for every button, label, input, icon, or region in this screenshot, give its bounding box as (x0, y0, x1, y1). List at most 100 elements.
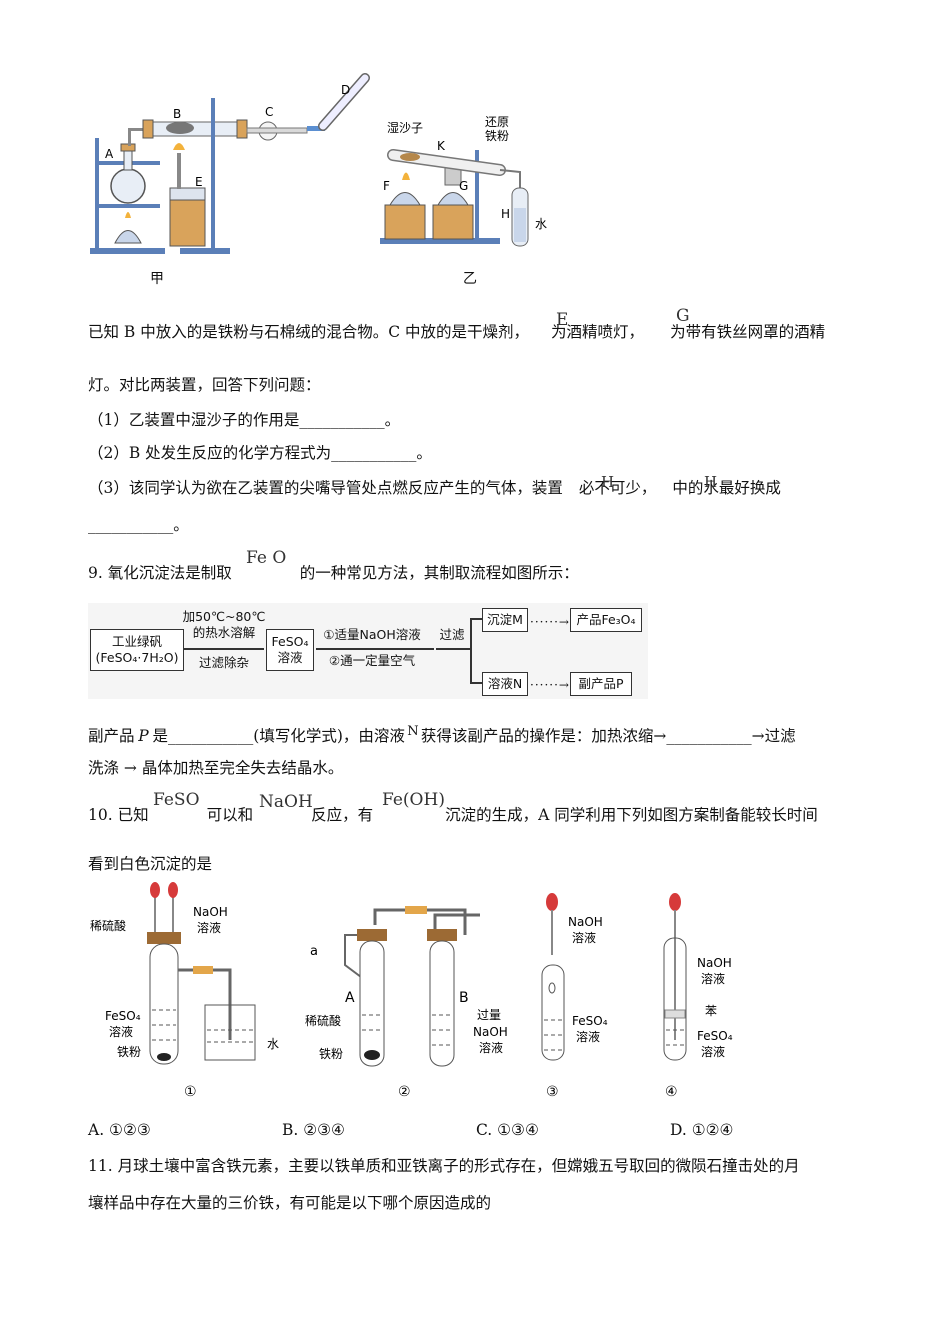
figure-caption-jia: 甲 (150, 271, 164, 287)
flow-arrow-2 (316, 648, 434, 650)
q9-P-symbol: P (138, 727, 149, 745)
flow-step2-top: ①适量NaOH溶液 (323, 627, 421, 642)
fig2-iron: 铁粉 (319, 1047, 343, 1061)
fig1-naoh-2: 溶液 (197, 920, 221, 935)
q11-stem-line2: 壤样品中存在大量的三价铁，有可能是以下哪个原因造成的 (88, 1194, 492, 1212)
q9-formula: Fe O (246, 548, 287, 568)
q9-line1-c: 获得该副产品的操作是：加热浓缩→___________→过滤 (420, 727, 796, 745)
q8-p3b: 必不可少， (578, 479, 657, 497)
q8-G-symbol: G (676, 306, 690, 326)
fig1-feso4-2: 溶液 (109, 1024, 133, 1039)
flow-dots-2: ······→ (530, 678, 570, 692)
fig4-naoh-2: 溶液 (701, 971, 725, 986)
flow-raw-box: 工业绿矾 (FeSO₄·7H₂O) (90, 629, 184, 671)
q8-part3: （3）该同学认为欲在乙装置的尖嘴导管处点燃反应产生的气体，装置必不可少，中的水最… (88, 478, 781, 498)
q10-option-a[interactable]: A. ①②③ (88, 1121, 151, 1139)
q10-option-b[interactable]: B. ②③④ (282, 1121, 345, 1139)
fig3-naoh-2: 溶液 (572, 930, 596, 945)
q8-H1-symbol: H (601, 473, 615, 491)
q10-formula-feoh: Fe(OH) (382, 790, 445, 810)
flow-mid-box: FeSO₄ 溶液 (266, 629, 314, 671)
q8-p3a: （3）该同学认为欲在乙装置的尖嘴导管处点燃反应产生的气体，装置 (88, 479, 563, 497)
label-reduced-iron-2: 铁粉 (485, 129, 509, 143)
fig4-number: ④ (665, 1084, 678, 1100)
q8-intro-line2: 灯。对比两装置，回答下列问题： (88, 376, 321, 394)
figure-caption-yi: 乙 (463, 271, 477, 287)
q8-intro-1c: 为带有铁丝网罩的酒精 (670, 323, 826, 341)
flow-step1-top-2: 的热水溶解 (192, 625, 256, 640)
label-A: A (105, 147, 114, 161)
fig3-number: ③ (546, 1084, 559, 1100)
q9-line1-a: 副产品 (88, 727, 135, 745)
q11-stem-line1: 11. 月球土壤中富含铁元素，主要以铁单质和亚铁离子的形式存在，但嫦娥五号取回的… (88, 1157, 800, 1175)
fig2-excess: 过量 (477, 1008, 501, 1022)
q9-flow-diagram: 工业绿矾 (FeSO₄·7H₂O) 加50℃~80℃ 的热水溶解 过滤除杂 Fe… (88, 603, 648, 699)
fig2-naoh-1: NaOH (473, 1025, 508, 1039)
q10-figure-2: a A B 稀硫酸 铁粉 过量 NaOH 溶液 ② (305, 906, 508, 1100)
flow-branch-bottom (470, 682, 482, 684)
q8-H2-symbol: H (704, 473, 718, 491)
q8-part1: （1）乙装置中湿沙子的作用是___________。 (88, 411, 401, 429)
fig1-water: 水 (267, 1037, 279, 1051)
fig2-acid: 稀硫酸 (305, 1013, 341, 1028)
fig2-a: a (310, 944, 318, 959)
flow-filter-label: 过滤 (439, 627, 465, 642)
flow-step2-bottom: ②通一定量空气 (328, 653, 416, 668)
q10-stem-line2: 看到白色沉淀的是 (88, 855, 213, 873)
q8-intro-line1: 已知 B 中放入的是铁粉与石棉绒的混合物。C 中放的是干燥剂，为酒精喷灯，为带有… (88, 322, 825, 342)
flow-raw-1: 工业绿矾 (111, 634, 162, 649)
label-K: K (437, 139, 446, 153)
q9-text-a: 9. 氧化沉淀法是制取 (88, 564, 232, 582)
flow-solution-box: 溶液N (482, 672, 528, 696)
flow-byproduct-box: 副产品P (570, 672, 632, 696)
flow-raw-2: (FeSO₄·7H₂O) (95, 650, 179, 665)
label-wet-sand: 湿沙子 (387, 120, 423, 135)
flow-step1-top: 加50℃~80℃ 的热水溶解 (182, 609, 266, 641)
q10-figure-3: NaOH 溶液 FeSO₄ 溶液 ③ (541, 893, 608, 1100)
label-D: D (341, 83, 350, 97)
q10-option-d[interactable]: D. ①②④ (670, 1121, 734, 1139)
q8-E-symbol: E (556, 310, 569, 330)
fig3-feso4-2: 溶液 (576, 1029, 600, 1044)
apparatus-figure-jia: A B C D E (90, 73, 370, 254)
flow-ppt-box: 沉淀M (482, 608, 528, 632)
q10-text-b: 可以和 (206, 806, 254, 824)
fig2-A: A (345, 990, 355, 1006)
q9-text-b: 的一种常见方法，其制取流程如图所示： (299, 564, 579, 582)
fig1-iron: 铁粉 (117, 1045, 141, 1059)
label-F: F (383, 179, 390, 193)
fig1-number: ① (184, 1084, 197, 1100)
q10-figure-4: NaOH 溶液 苯 FeSO₄ 溶液 ④ (663, 893, 733, 1100)
fig2-number: ② (398, 1084, 411, 1100)
q10-stem-line1: 10. 已知可以和反应，有沉淀的生成，A 同学利用下列如图方案制备能较长时间 (88, 805, 818, 825)
q8-intro-1a: 已知 B 中放入的是铁粉与石棉绒的混合物。C 中放的是干燥剂， (88, 323, 530, 341)
label-C: C (265, 105, 273, 119)
fig1-feso4-1: FeSO₄ (105, 1009, 141, 1023)
label-E: E (195, 175, 203, 189)
q8-part2: （2）B 处发生反应的化学方程式为___________。 (88, 444, 432, 462)
fig4-benzene: 苯 (705, 1004, 717, 1018)
q10-formula-naoh: NaOH (259, 792, 313, 812)
flow-step1-bottom: 过滤除杂 (198, 655, 249, 670)
q10-text-a: 10. 已知 (88, 806, 149, 824)
flow-dots-1: ······→ (530, 615, 570, 629)
q9-question-line2: 洗涤 → 晶体加热至完全失去结晶水。 (88, 759, 344, 777)
fig2-naoh-2: 溶液 (479, 1040, 503, 1055)
q10-text-d: 沉淀的生成，A 同学利用下列如图方案制备能较长时间 (445, 806, 818, 824)
fig3-naoh-1: NaOH (568, 915, 603, 929)
label-reduced-iron-1: 还原 (485, 115, 509, 129)
fig4-feso4-1: FeSO₄ (697, 1029, 733, 1043)
q10-formula-feso: FeSO (153, 790, 200, 810)
fig3-feso4-1: FeSO₄ (572, 1014, 608, 1028)
fig1-naoh-1: NaOH (193, 905, 228, 919)
flow-arrow-1 (184, 648, 264, 650)
flow-mid-1: FeSO₄ (271, 634, 309, 649)
flow-arrow-3 (436, 648, 470, 650)
fig4-naoh-1: NaOH (697, 956, 732, 970)
fig1-acid: 稀硫酸 (90, 918, 126, 933)
q9-stem: 9. 氧化沉淀法是制取 的一种常见方法，其制取流程如图所示： (88, 563, 579, 583)
q10-option-c[interactable]: C. ①③④ (476, 1121, 539, 1139)
apparatus-figure-yi: 湿沙子 还原 铁粉 K F G H 水 (380, 115, 547, 247)
flow-branch-top (470, 618, 482, 620)
